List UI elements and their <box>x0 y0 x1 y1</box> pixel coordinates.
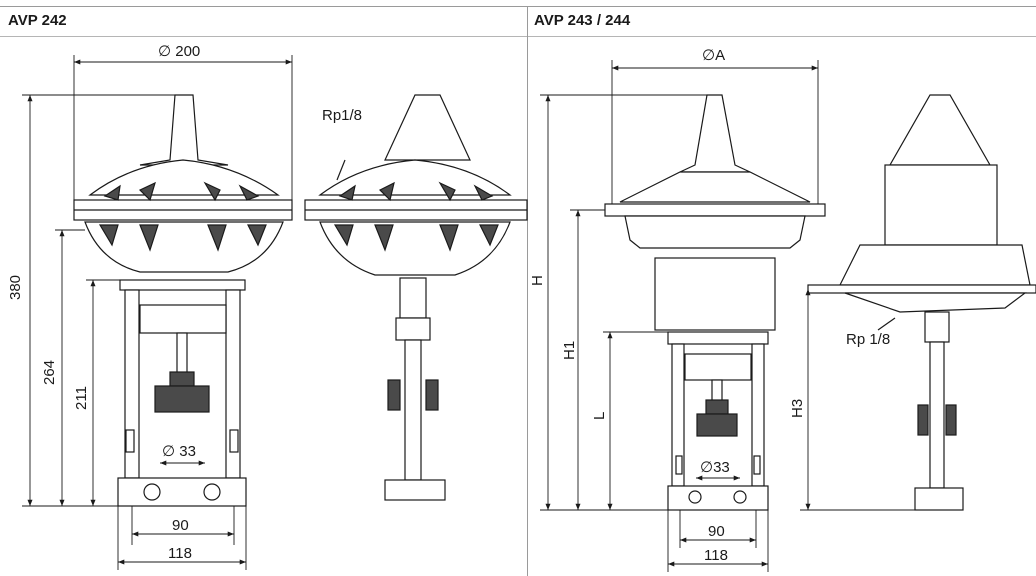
dim-diameter-33-right: ∅33 <box>700 459 730 476</box>
thread-label: Rp1/8 <box>322 107 362 124</box>
dim-height-264: 264 <box>41 360 58 385</box>
panel-divider <box>527 6 528 576</box>
dim-width-90-right: 90 <box>708 523 725 540</box>
dim-width-90: 90 <box>172 517 189 534</box>
top-border <box>0 6 1036 7</box>
dim-diameter-33: ∅ 33 <box>162 443 196 460</box>
dim-h: H <box>529 275 546 286</box>
right-panel-title: AVP 243 / 244 <box>534 12 631 29</box>
dim-height-211: 211 <box>73 386 90 410</box>
dim-diameter-200: ∅ 200 <box>158 43 200 60</box>
avp243-front-view <box>604 94 826 511</box>
dim-diameter-a: ∅A <box>702 47 725 64</box>
thread-label-right: Rp 1/8 <box>846 331 890 348</box>
avp242-side-view <box>304 94 528 501</box>
avp242-front-view <box>73 94 293 507</box>
dim-h1: H1 <box>561 341 578 360</box>
avp243-dimension-lines <box>540 60 915 572</box>
avp242-dimension-lines <box>22 55 293 570</box>
dim-l: L <box>591 412 608 420</box>
avp243-side-view <box>807 94 1036 511</box>
dim-width-118-right: 118 <box>704 547 728 564</box>
dim-height-380: 380 <box>7 275 24 300</box>
dim-h3: H3 <box>789 399 806 418</box>
left-panel-title: AVP 242 <box>8 12 67 29</box>
dim-width-118: 118 <box>168 545 192 562</box>
title-separator <box>0 36 1036 37</box>
